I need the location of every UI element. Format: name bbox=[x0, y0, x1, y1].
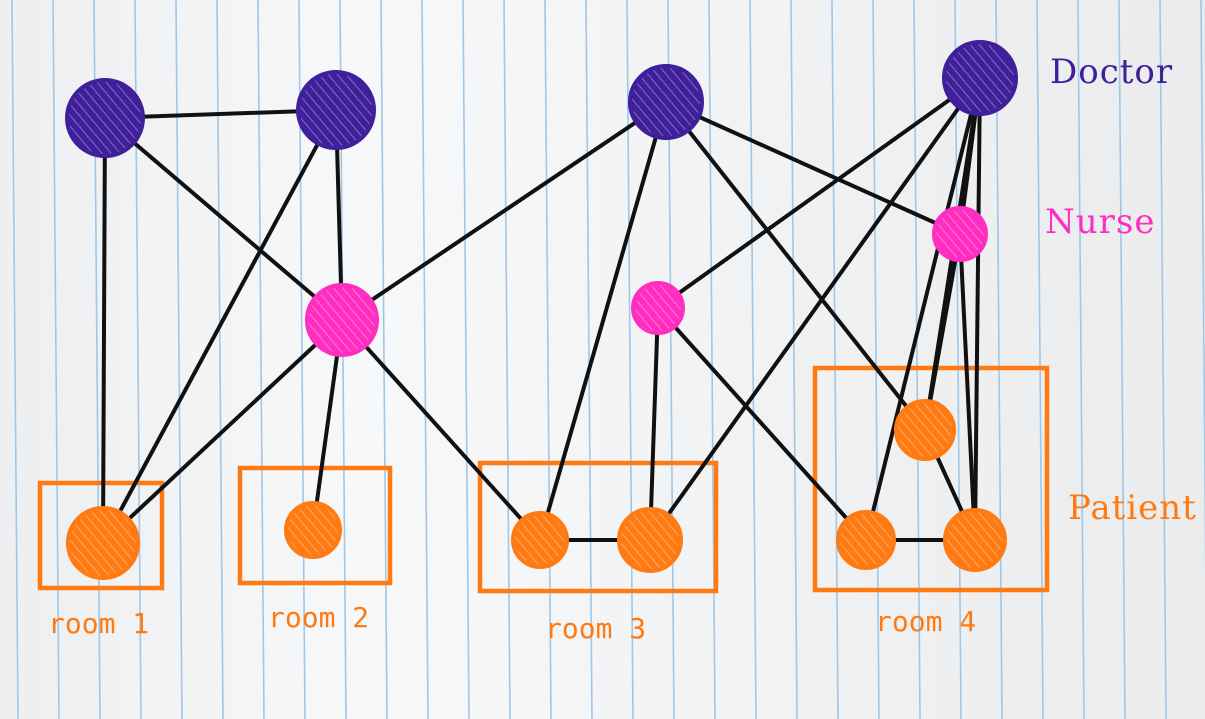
ruled-line bbox=[790, 0, 798, 719]
room-label-2: room 2 bbox=[268, 601, 370, 634]
room-box-3 bbox=[477, 460, 719, 594]
ruled-line bbox=[585, 0, 593, 719]
room-label-3: room 3 bbox=[545, 612, 647, 645]
doctor-node-d1 bbox=[65, 78, 145, 158]
ruled-line bbox=[421, 0, 429, 719]
edge-d2-p1 bbox=[101, 108, 338, 545]
doctor-node-d4 bbox=[942, 40, 1018, 116]
edge-d1-n1 bbox=[103, 116, 344, 322]
rooms-layer bbox=[37, 365, 1050, 594]
ruled-line bbox=[749, 0, 757, 719]
edge-d1-p1 bbox=[101, 116, 107, 545]
ruled-line bbox=[1036, 0, 1044, 719]
legend-patient: Patient bbox=[1068, 488, 1197, 528]
ruled-line bbox=[626, 0, 634, 719]
patient-node-p1 bbox=[66, 506, 140, 580]
edge-n1-d3 bbox=[340, 100, 668, 322]
edge-n2-p6 bbox=[656, 306, 868, 542]
ruled-line bbox=[995, 0, 1003, 719]
nurse-node-n3 bbox=[932, 206, 988, 262]
ruled-line bbox=[216, 0, 224, 719]
patient-node-p4 bbox=[617, 507, 683, 573]
edge-n1-p3 bbox=[340, 318, 542, 542]
doctor-node-d3 bbox=[628, 64, 704, 140]
patient-node-p5 bbox=[894, 399, 956, 461]
ruled-line bbox=[544, 0, 552, 719]
ruled-line bbox=[52, 0, 60, 719]
edge-d3-p3 bbox=[538, 100, 668, 542]
legend-nurse: Nurse bbox=[1045, 202, 1156, 242]
edge-d4-n2 bbox=[656, 76, 982, 310]
nurse-node-n1 bbox=[305, 283, 379, 357]
edge-d4-p4 bbox=[648, 76, 982, 542]
ruled-line bbox=[462, 0, 470, 719]
room-box-4 bbox=[812, 365, 1050, 593]
ruled-line bbox=[1077, 0, 1085, 719]
edge-n2-p4 bbox=[648, 306, 660, 542]
legend-doctor: Doctor bbox=[1050, 52, 1174, 92]
patient-node-p3 bbox=[511, 511, 569, 569]
room-box-1 bbox=[37, 480, 165, 591]
nurse-node-n2 bbox=[631, 281, 685, 335]
ruled-line bbox=[380, 0, 388, 719]
edge-d4-p7 bbox=[973, 76, 982, 542]
edge-n3-p7 bbox=[958, 232, 977, 542]
edge-d3-p5 bbox=[664, 100, 927, 432]
edge-d3-n3 bbox=[664, 100, 962, 236]
ruled-line bbox=[1159, 0, 1167, 719]
ruled-line bbox=[175, 0, 183, 719]
edge-n3-p5 bbox=[923, 232, 962, 432]
ruled-line bbox=[257, 0, 265, 719]
ruled-line bbox=[1200, 0, 1205, 576]
patient-node-p2 bbox=[284, 501, 342, 559]
ruled-line bbox=[503, 0, 511, 719]
ruled-line bbox=[872, 0, 880, 719]
edges-layer bbox=[101, 76, 982, 545]
patient-node-p6 bbox=[836, 510, 896, 570]
room-label-4: room 4 bbox=[875, 605, 977, 638]
room-label-1: room 1 bbox=[48, 607, 150, 640]
patient-node-p7 bbox=[943, 508, 1007, 572]
room-box-2 bbox=[237, 465, 393, 586]
ruled-line bbox=[954, 0, 962, 719]
nodes-layer bbox=[65, 40, 1018, 580]
ruled-line bbox=[831, 0, 839, 719]
ruled-line bbox=[11, 0, 19, 719]
doctor-node-d2 bbox=[296, 70, 376, 150]
edge-n1-p1 bbox=[101, 318, 344, 545]
edge-d4-p6 bbox=[864, 76, 982, 542]
ruled-line bbox=[1118, 0, 1126, 719]
ruled-line bbox=[913, 0, 921, 719]
